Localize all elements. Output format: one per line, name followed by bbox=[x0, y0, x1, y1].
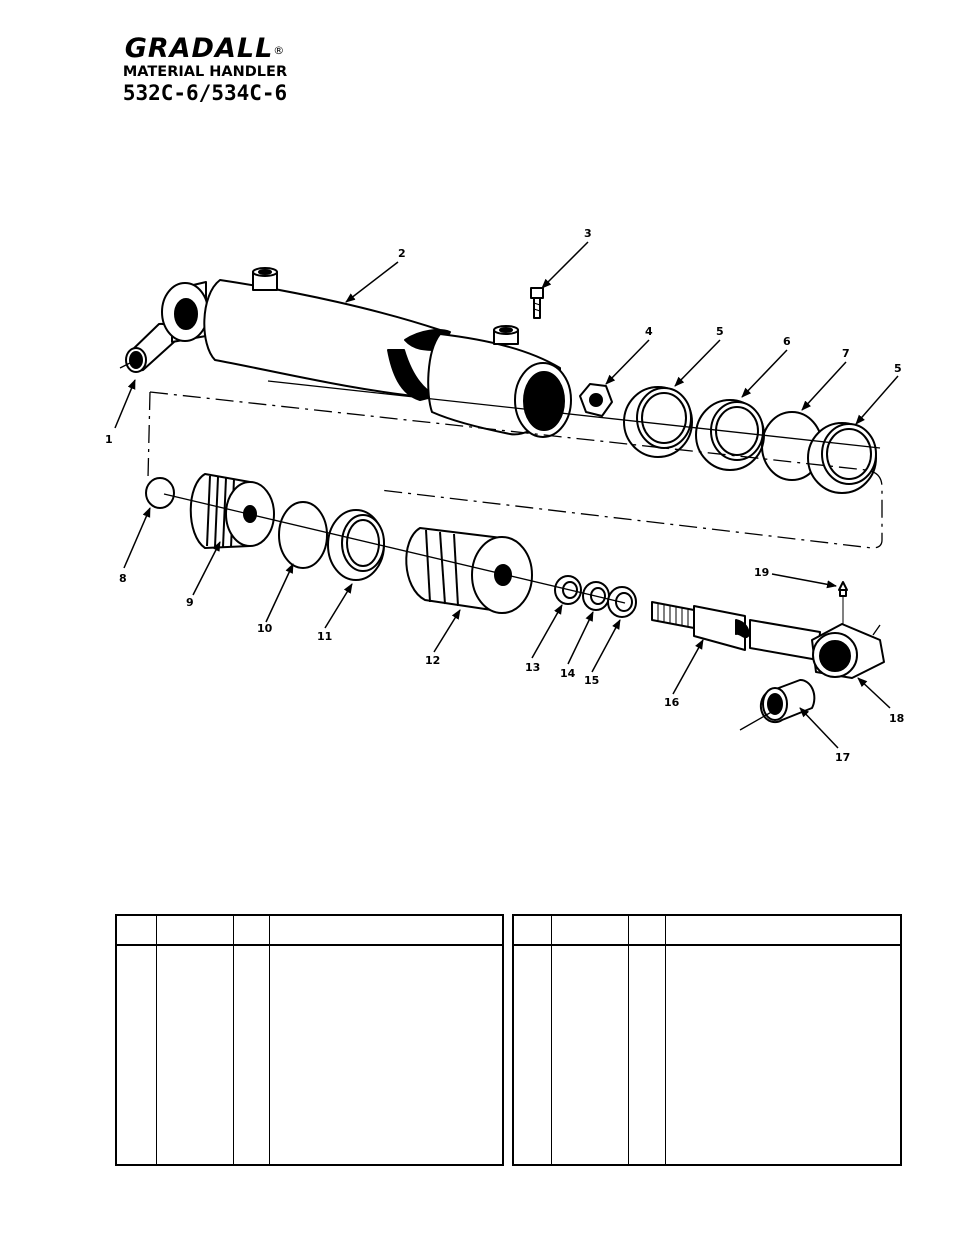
part-ring-6 bbox=[695, 399, 765, 471]
part-rod-eye-18 bbox=[811, 623, 885, 679]
part-cylinder-barrel-2 bbox=[161, 267, 451, 401]
part-ring-5b bbox=[807, 422, 877, 494]
leader-11 bbox=[324, 583, 353, 629]
callout-9: 9 bbox=[186, 596, 194, 609]
table-header-row bbox=[513, 915, 901, 946]
callout-16: 16 bbox=[664, 696, 680, 709]
table-cell bbox=[627, 945, 665, 1165]
table-cell bbox=[232, 945, 269, 1165]
leader-1 bbox=[114, 379, 136, 429]
table-header-row bbox=[116, 915, 503, 946]
leader-17 bbox=[799, 707, 839, 749]
parts-table-left bbox=[115, 914, 504, 1166]
callout-8: 8 bbox=[119, 572, 127, 585]
table-cell bbox=[268, 945, 503, 1165]
centerline-left bbox=[119, 359, 137, 369]
leader-4 bbox=[605, 339, 650, 385]
part-screw-3 bbox=[530, 287, 544, 319]
callout-10: 10 bbox=[257, 622, 273, 635]
brand-subtitle: MATERIAL HANDLER bbox=[122, 64, 288, 80]
leader-16 bbox=[672, 639, 704, 695]
leader-15 bbox=[591, 619, 621, 673]
header-cell bbox=[155, 915, 233, 946]
brand-logo: GRADALL® bbox=[105, 34, 305, 64]
part-o-ring-10 bbox=[278, 501, 328, 569]
table-cell bbox=[550, 945, 628, 1165]
callout-11: 11 bbox=[317, 630, 332, 643]
leader-8 bbox=[123, 507, 151, 569]
table-cell bbox=[116, 945, 156, 1165]
leader-18 bbox=[857, 677, 891, 709]
header-cell bbox=[116, 915, 156, 946]
parts-table-right bbox=[512, 914, 902, 1166]
table-cell bbox=[664, 945, 901, 1165]
part-bushing-17 bbox=[759, 678, 816, 724]
part-rod-guide-12 bbox=[405, 527, 533, 614]
registered-mark: ® bbox=[273, 44, 286, 57]
centerline-upper bbox=[267, 380, 881, 449]
callout-6: 6 bbox=[783, 335, 791, 348]
part-plug-8 bbox=[145, 477, 175, 509]
callout-4: 4 bbox=[645, 325, 653, 338]
table-cell bbox=[155, 945, 233, 1165]
header-cell bbox=[513, 915, 551, 946]
leader-5b bbox=[855, 375, 899, 425]
leader-14 bbox=[567, 611, 594, 665]
part-piston-9 bbox=[189, 473, 275, 549]
header-cell bbox=[627, 915, 665, 946]
part-piston-rod-16 bbox=[651, 601, 821, 661]
part-grease-fitting-19 bbox=[838, 581, 848, 597]
callout-7: 7 bbox=[842, 347, 850, 360]
header-cell bbox=[550, 915, 628, 946]
leader-13 bbox=[531, 604, 563, 659]
centerline-pin bbox=[739, 709, 776, 731]
callout-5b: 5 bbox=[894, 362, 902, 375]
part-nut-4 bbox=[579, 383, 613, 417]
part-ring-11 bbox=[327, 509, 385, 581]
leader-3 bbox=[541, 241, 589, 289]
phantom-assembly-line bbox=[147, 391, 883, 549]
callout-3: 3 bbox=[584, 227, 592, 240]
callout-18: 18 bbox=[889, 712, 904, 725]
callout-1: 1 bbox=[105, 433, 113, 446]
callout-2: 2 bbox=[398, 247, 406, 260]
table-row bbox=[116, 945, 503, 1165]
table-cell bbox=[513, 945, 551, 1165]
leader-12 bbox=[433, 609, 461, 653]
header-cell bbox=[232, 915, 269, 946]
model-number: 532C-6/534C-6 bbox=[122, 81, 288, 105]
header-cell bbox=[268, 915, 503, 946]
callout-13: 13 bbox=[525, 661, 540, 674]
part-gland bbox=[427, 325, 572, 438]
leader-5a bbox=[674, 339, 721, 387]
part-ring-5a bbox=[623, 386, 693, 458]
brand-name: GRADALL bbox=[124, 33, 274, 64]
callout-14: 14 bbox=[560, 667, 576, 680]
callout-19: 19 bbox=[754, 566, 769, 579]
leader-9 bbox=[192, 541, 221, 596]
centerline-lower bbox=[163, 493, 626, 604]
leader-6 bbox=[741, 349, 788, 398]
centerline-right bbox=[872, 624, 881, 636]
callout-15: 15 bbox=[584, 674, 599, 687]
callout-5a: 5 bbox=[716, 325, 724, 338]
callout-17: 17 bbox=[835, 751, 850, 764]
leader-19 bbox=[771, 573, 837, 589]
leader-2 bbox=[345, 261, 399, 303]
table-row bbox=[513, 945, 901, 1165]
callout-12: 12 bbox=[425, 654, 440, 667]
leader-10 bbox=[265, 563, 294, 623]
brand-block: GRADALL® MATERIAL HANDLER 532C-6/534C-6 bbox=[105, 34, 305, 106]
leader-7 bbox=[801, 361, 847, 411]
header-cell bbox=[664, 915, 901, 946]
